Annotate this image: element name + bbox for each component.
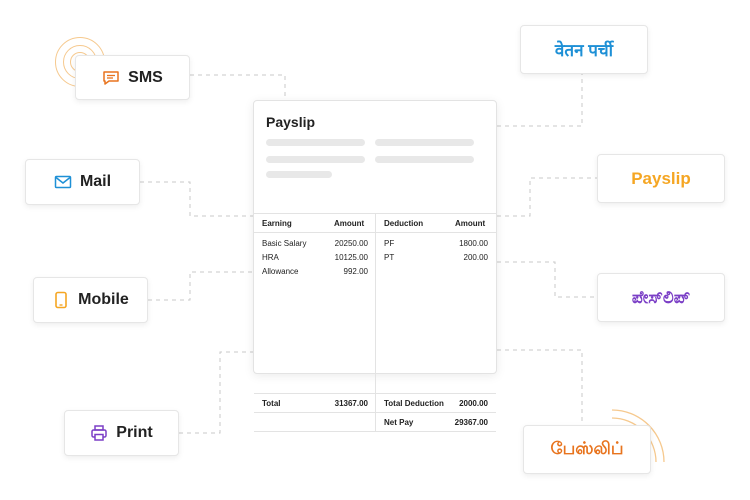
hindi-payslip-card[interactable]: वेतन पर्ची [520,25,648,74]
printer-icon [90,424,108,442]
mobile-icon [52,291,70,309]
mail-icon [54,173,72,191]
tamil-payslip-label: பேஸ்லிப் [550,438,624,458]
connector-kannada [497,261,597,298]
placeholder-bar [375,156,474,163]
total-amount: 31367.00 [334,399,368,408]
deduction-header: Deduction [384,219,424,228]
mail-card[interactable]: Mail [25,159,140,205]
placeholder-bar [266,156,365,163]
total-label: Total [262,399,281,408]
deduction-amount: 1800.00 [459,239,488,248]
earning-label: Basic Salary [262,239,307,248]
mobile-label: Mobile [78,291,129,308]
connector-sms [190,74,286,100]
english-payslip-card[interactable]: Payslip [597,154,725,203]
kannada-payslip-card[interactable]: ಪೇಸ್‌ಲಿಪ್ [597,273,725,322]
connector-english [497,177,597,217]
earning-amount: 992.00 [343,267,368,276]
net-pay-amount: 29367.00 [454,418,488,427]
earning-label: Allowance [262,267,299,276]
hindi-payslip-label: वेतन पर्ची [554,41,614,60]
sms-card[interactable]: SMS [75,55,190,100]
connector-tamil [497,349,583,425]
placeholder-bar [266,139,365,146]
payslip-document: Payslip Earning Amount Deduction Amount … [253,100,497,432]
sms-label: SMS [128,68,163,86]
deduction-label: PF [384,239,395,248]
tamil-payslip-card[interactable]: பேஸ்லிப் [523,425,651,474]
deduction-amount-header: Amount [455,219,486,228]
mail-label: Mail [79,173,112,190]
net-pay-label: Net Pay [384,418,414,427]
total-deduction-label: Total Deduction [384,399,444,408]
connector-print [179,351,253,434]
payslip-title: Payslip [266,114,316,130]
earning-amount: 10125.00 [334,253,368,262]
placeholder-bar [266,171,332,178]
placeholder-bar [375,139,474,146]
deduction-label: PT [384,253,395,262]
deduction-amount: 200.00 [463,253,488,262]
earning-header: Earning [262,219,292,228]
earning-amount: 20250.00 [334,239,368,248]
chat-icon [102,69,120,87]
earning-label: HRA [262,253,279,262]
earning-amount-header: Amount [334,219,365,228]
print-label: Print [116,424,153,441]
english-payslip-label: Payslip [631,168,691,188]
connector-mail [140,181,253,217]
print-card[interactable]: Print [64,410,179,456]
mobile-card[interactable]: Mobile [33,277,148,323]
kannada-payslip-label: ಪೇಸ್‌ಲಿಪ್ [631,287,691,307]
connector-hindi [497,74,583,127]
total-deduction-amount: 2000.00 [459,399,488,408]
connector-mobile [148,271,253,301]
